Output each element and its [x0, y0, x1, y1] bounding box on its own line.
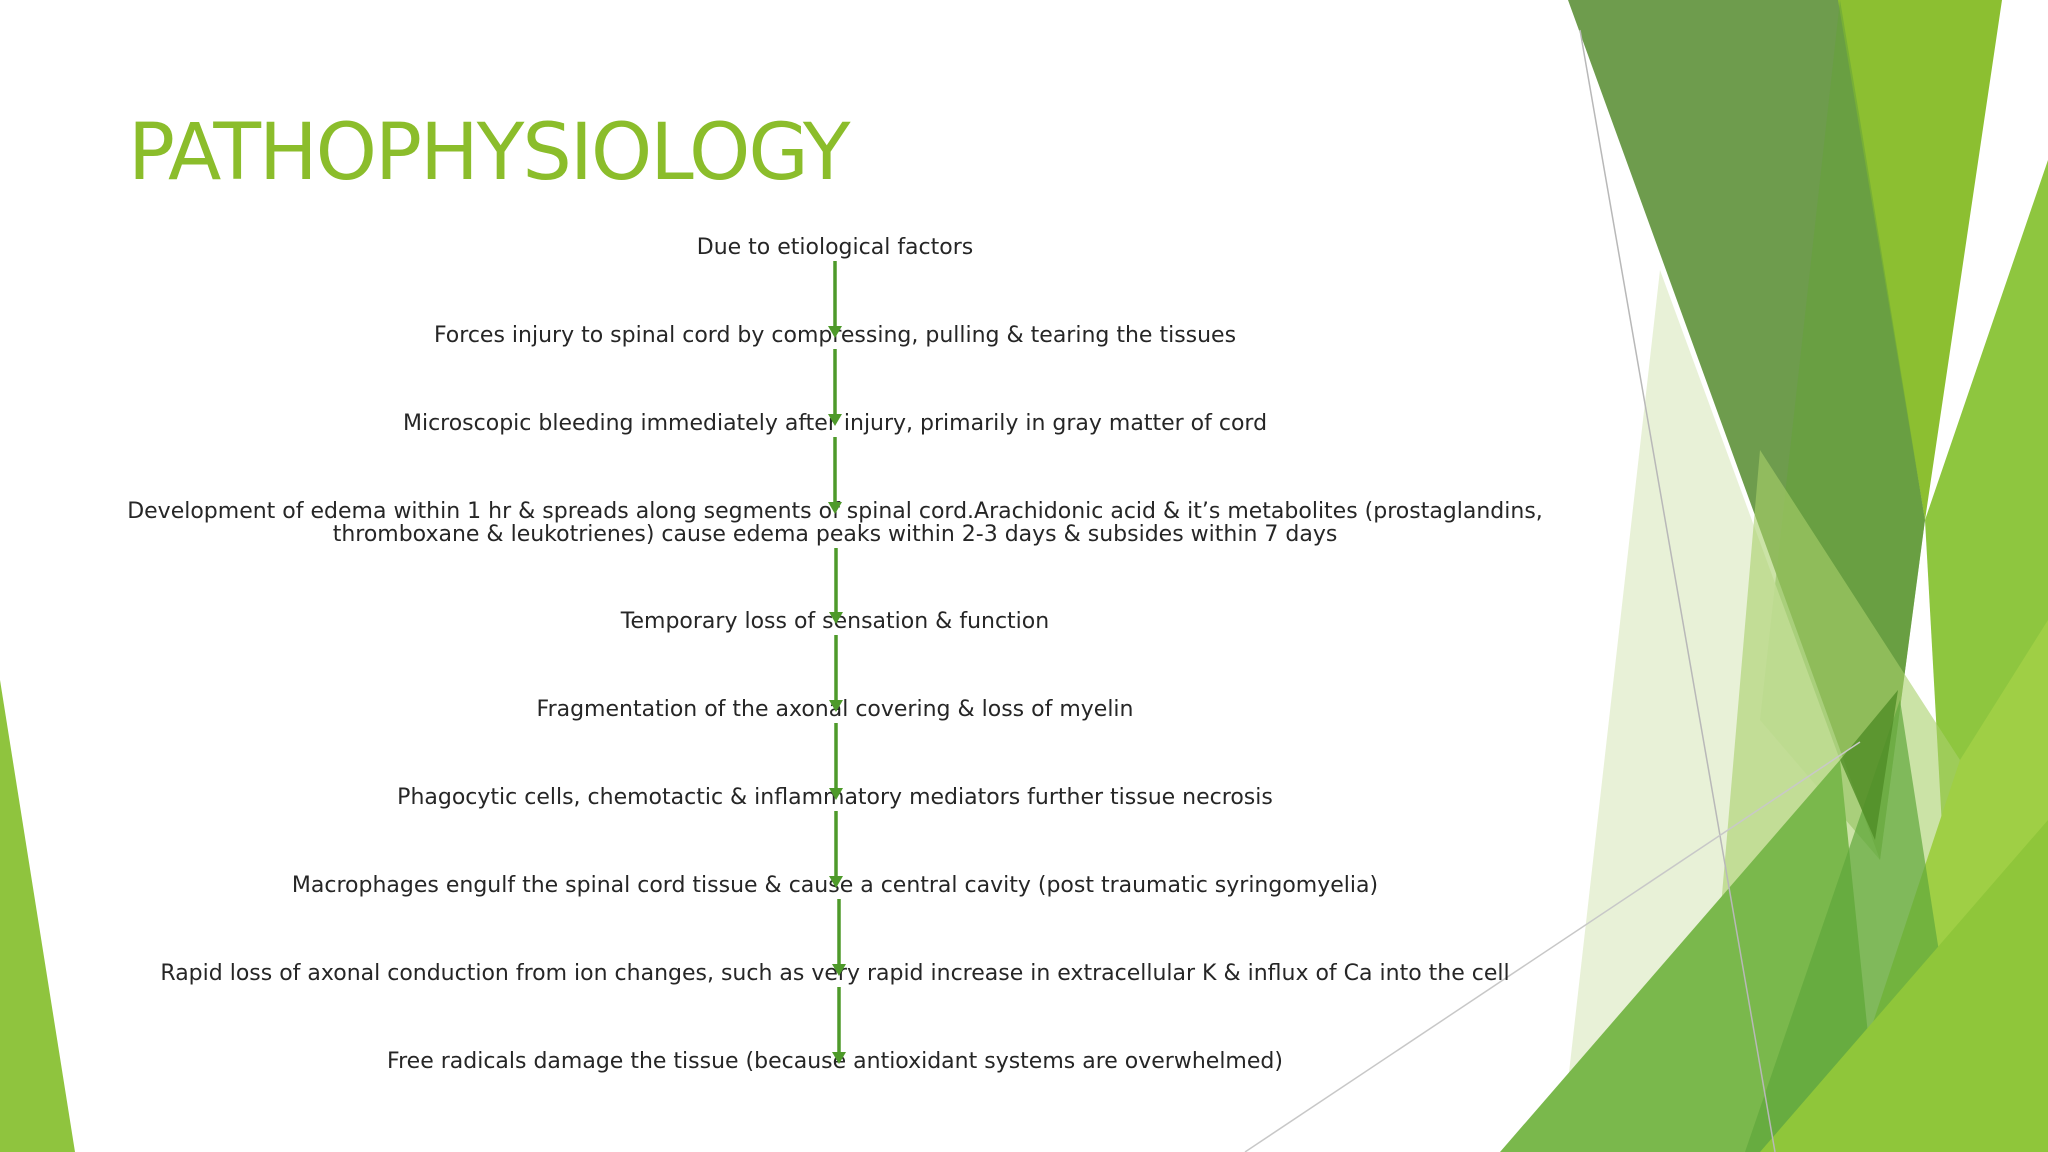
slide-title: PATHOPHYSIOLOGY [128, 108, 851, 198]
right-bright-green-band [1838, 0, 2002, 520]
accent-dark-sliver [1840, 690, 1898, 840]
flow-step: Due to etiological factors [697, 236, 973, 259]
flow-step: Free radicals damage the tissue (because… [387, 1050, 1283, 1073]
flow-step: Rapid loss of axonal conduction from ion… [160, 962, 1509, 985]
down-arrow-icon [829, 548, 843, 624]
thin-diagonal-line-2 [1244, 741, 1861, 1152]
down-arrow-icon [828, 437, 842, 514]
flow-step-text: Rapid loss of axonal conduction from ion… [160, 961, 1510, 986]
down-arrow-icon [828, 349, 842, 426]
down-arrow-icon [829, 723, 843, 800]
down-arrow-icon [828, 261, 842, 338]
flow-step-text: Free radicals damage the tissue (because… [387, 1049, 1283, 1074]
flow-step-text: thromboxane & leukotrienes) cause edema … [332, 522, 1338, 547]
down-arrow-icon [832, 987, 846, 1064]
flow-step-text: Due to etiological factors [696, 235, 974, 260]
bottom-bright-green [1760, 820, 2048, 1152]
down-arrow-icon [829, 811, 843, 888]
left-edge-triangle [0, 680, 75, 1152]
thin-diagonal-line-1 [1579, 29, 1776, 1152]
down-arrow-icon [829, 635, 843, 712]
down-arrow-icon [832, 899, 846, 976]
